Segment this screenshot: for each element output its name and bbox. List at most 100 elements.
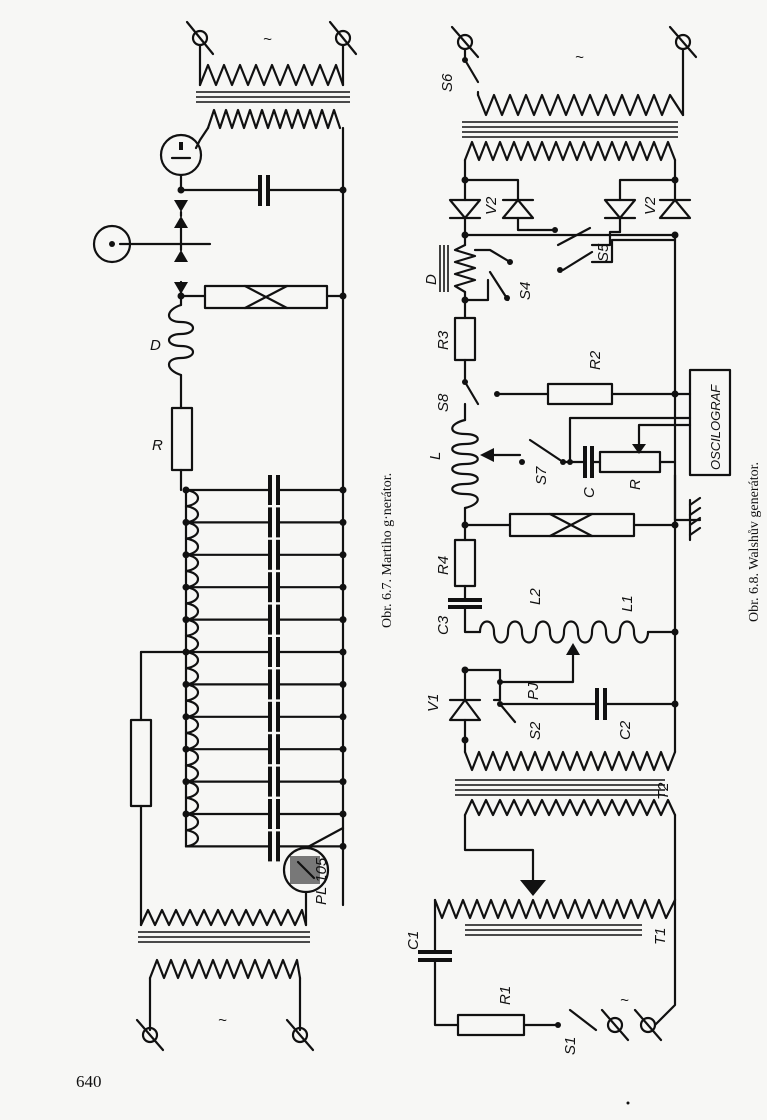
label-L2: L2 (527, 588, 544, 605)
transformer-T2 (455, 750, 677, 817)
bottom-transformer (138, 908, 310, 980)
ladder-coil (184, 780, 200, 816)
transformer-T1 (433, 898, 677, 936)
label-D: D (150, 337, 161, 354)
page-number: 640 (76, 1072, 102, 1091)
ac-symbol-fig68-top: ~ (575, 49, 584, 66)
label-S7: S7 (533, 466, 550, 485)
ladder-rail-node (339, 518, 347, 526)
coil-L (451, 418, 479, 510)
resistor-R4 (453, 538, 477, 588)
ladder-rail-node (339, 713, 347, 721)
ladder-rail-node (339, 648, 347, 656)
label-R1: R1 (497, 986, 514, 1005)
label-T2: T2 (655, 782, 672, 800)
label-L: L (427, 452, 444, 460)
input-terminal-fig68-b (633, 1008, 663, 1042)
label-R: R (152, 437, 163, 454)
label-R-fig68: R (627, 479, 644, 490)
label-S1: S1 (562, 1037, 579, 1055)
label-C3: C3 (435, 615, 452, 635)
ladder-coil (184, 618, 200, 654)
resistor-R2 (546, 382, 614, 406)
resistor-R (170, 406, 194, 472)
oscilograf-box (688, 368, 732, 477)
switch-S4 (473, 248, 513, 302)
label-R2: R2 (587, 350, 604, 370)
output-meter (92, 224, 132, 264)
capacitor-C2 (595, 688, 607, 720)
input-terminal-bottom-left (135, 1018, 165, 1052)
ladder-coil (184, 812, 200, 848)
ladder-rail-node (339, 745, 347, 753)
ladder-coil (184, 683, 200, 718)
ladder-rail-node (339, 616, 347, 624)
ladder-rail-node (339, 842, 347, 850)
label-C: C (581, 487, 598, 498)
label-R3: R3 (435, 330, 452, 350)
feedback-resistor (129, 718, 153, 808)
ladder-rail-node (339, 551, 347, 559)
label-T1: T1 (652, 927, 669, 945)
ladder-coil (184, 715, 200, 751)
ladder-rail-node (339, 810, 347, 818)
crossed-element-fig68 (508, 512, 636, 538)
caption-figure-6-7: Obr. 6.7. Martiho g·nerátor. (380, 472, 395, 628)
capacitor-C1 (418, 950, 452, 962)
top-transformer (196, 63, 350, 130)
label-C2: C2 (617, 720, 634, 740)
label-S8: S8 (435, 393, 452, 412)
label-V1: V1 (425, 694, 442, 712)
ladder-coil (184, 488, 200, 524)
label-D-fig68: D (423, 274, 440, 285)
label-R4: R4 (435, 556, 452, 575)
capacitor-top (258, 175, 270, 206)
ladder-coil (184, 586, 200, 621)
switch-S5 (552, 226, 677, 273)
diode-V1 (448, 698, 482, 722)
resistor-R1 (456, 1013, 526, 1037)
input-terminal-fig68-a (600, 1008, 630, 1042)
ac-symbol-top: ~ (263, 31, 272, 48)
ladder-rail-node (339, 680, 347, 688)
label-S2: S2 (527, 721, 544, 740)
label-L1: L1 (619, 595, 636, 612)
label-S4: S4 (517, 282, 534, 300)
walshuv-generator-diagram: ~ S6 V2 (405, 25, 732, 1105)
crossed-element-top (203, 284, 329, 310)
coil-L1-L2 (478, 620, 650, 644)
ground-symbol (673, 496, 702, 542)
lc-ladder (182, 475, 347, 862)
potentiometer-R (598, 423, 692, 474)
ac-symbol-fig68-bottom: ~ (620, 992, 629, 1009)
ladder-coil (184, 521, 200, 556)
switch-S7 (528, 438, 566, 465)
resistor-R3 (453, 316, 477, 362)
choke-D (167, 303, 195, 377)
ladder-rail-node (339, 486, 347, 494)
output-transformer (462, 93, 685, 162)
input-terminal-bottom-right (285, 1018, 315, 1052)
switch-S1 (555, 1008, 598, 1032)
spark-gap (118, 200, 212, 294)
ladder-coil (184, 650, 200, 686)
ladder-coil (184, 748, 200, 783)
label-S5: S5 (595, 243, 612, 262)
rectifier-tube (159, 126, 210, 177)
label-C1: C1 (405, 931, 422, 950)
caption-figure-6-8: Obr. 6.8. Walshův generátor. (747, 462, 762, 622)
label-PL105: PL 105 (313, 857, 330, 905)
ladder-rail-node (339, 778, 347, 786)
label-oscilograf: OSCILOGRAF (708, 384, 723, 470)
label-V2-right: V2 (642, 196, 659, 215)
ladder-coil (184, 553, 200, 589)
label-S6: S6 (439, 73, 456, 92)
ac-symbol-bottom: ~ (218, 1012, 227, 1029)
ladder-rail-node (339, 583, 347, 591)
switch-S8 (462, 379, 480, 406)
choke-D-fig68 (439, 243, 477, 294)
label-PJ: PJ (525, 682, 542, 700)
martiho-generator-diagram: ~ (92, 20, 358, 1052)
